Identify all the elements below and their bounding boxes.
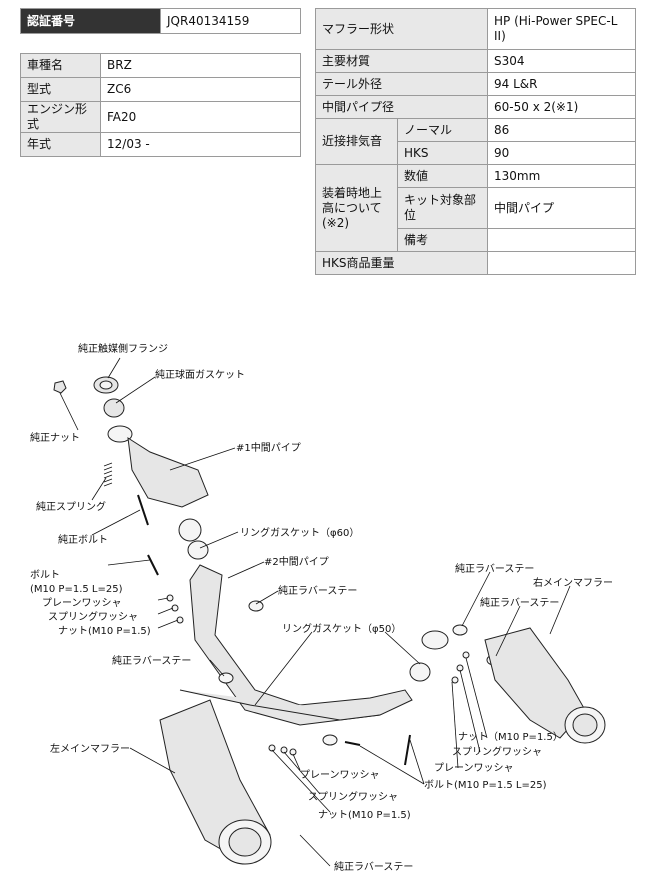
label-rubber-stay-5: 純正ラバーステー [334,860,413,873]
clearance-label: 装着時地上高について(※2) [315,164,398,252]
flange-part [93,376,133,443]
cert-table: 認証番号 JQR40134159 [20,8,301,34]
label-spring: 純正スプリング [36,500,106,513]
label-plain-washer-right: プレーンワッシャ [434,762,514,774]
rubber-stay-parts [218,600,502,746]
car-row: 型式 ZC6 [20,77,301,102]
label-bolt: 純正ボルト [58,533,108,546]
label-nut-right: ナット（M10 P=1.5） [458,731,563,743]
right-muffler-part [484,627,606,744]
weight-label: HKS商品重量 [314,251,489,275]
left-muffler-part [159,699,272,865]
car-value: 12/03 - [100,132,301,157]
label-bolt-spec: ボルト [30,569,60,581]
bolt-part [137,494,149,526]
cert-value: JQR40134159 [160,8,301,34]
label-rubber-stay-4: 純正ラバーステー [480,596,559,609]
clearance-value-label: 数値 [396,164,489,188]
label-nut: 純正ナット [30,431,80,444]
label-rubber-stay-3: 純正ラバーステー [455,562,534,575]
ring-gasket60-part [187,540,209,560]
cert-label: 認証番号 [20,8,161,34]
spring-part [103,462,113,487]
label-mid-pipe2: #2中間パイプ [264,555,329,568]
mid-pipe-value: 60-50 x 2(※1) [487,95,637,119]
noise-label: 近接排気音 [315,118,398,165]
car-label: エンジン形式 [20,101,101,133]
label-ball-gasket: 純正球面ガスケット [155,368,245,381]
leader-lines [59,357,571,867]
label-spring-washer-left: スプリングワッシャ [48,610,138,623]
kit-part-label: キット対象部位 [396,187,489,229]
mid-pipe2-part [179,564,449,726]
noise-hks-label: HKS [396,141,489,165]
tail-dia-label: テール外径 [314,72,489,96]
car-row: 車種名 BRZ [20,53,301,78]
label-bolt-spec2: (M10 P=1.5 L=25) [30,584,123,595]
car-value: ZC6 [100,77,301,102]
note-value [487,228,637,252]
car-row: 年式 12/03 - [20,132,301,157]
note-label: 備考 [396,228,489,252]
label-bolt-right: ボルト(M10 P=1.5 L=25) [424,779,547,791]
label-rubber-stay-2: 純正ラバーステー [112,654,191,667]
car-value: BRZ [100,53,301,78]
car-label: 型式 [20,77,101,102]
material-value: S304 [487,49,637,73]
label-plain-washer-bottom: プレーンワッシャ [300,769,380,781]
car-label: 車種名 [20,53,101,78]
spec-table: マフラー形状 HP (Hi-Power SPEC-L II) 主要材質 S304… [314,8,637,275]
kit-part-value: 中間パイプ [487,187,637,229]
label-plain-washer-left: プレーンワッシャ [42,597,122,609]
clearance-value: 130mm [487,164,637,188]
noise-normal-value: 86 [487,118,637,142]
label-nut-left: ナット(M10 P=1.5) [58,625,151,637]
label-ring-gasket50: リングガスケット（φ50） [282,622,401,635]
nut-part [53,380,67,394]
car-table: 車種名 BRZ 型式 ZC6 エンジン形式 FA20 年式 12/03 - [20,53,301,157]
label-spring-washer-bottom: スプリングワッシャ [308,790,398,803]
label-nut-bottom: ナット(M10 P=1.5) [318,809,411,821]
bolt-right-part [268,651,470,766]
label-left-muffler: 左メインマフラー [50,742,130,755]
label-rubber-stay-1: 純正ラバーステー [278,584,357,597]
noise-hks-value: 90 [487,141,637,165]
muffler-type-label: マフラー形状 [314,8,489,50]
mid-pipe1-part [127,437,209,542]
car-label: 年式 [20,132,101,157]
label-right-muffler: 右メインマフラー [533,576,613,589]
material-label: 主要材質 [314,49,489,73]
bolt-left-part [147,554,184,624]
car-value: FA20 [100,101,301,133]
label-spring-washer-right: スプリングワッシャ [452,745,542,758]
label-mid-pipe1: #1中間パイプ [236,441,301,454]
label-ring-gasket60: リングガスケット（φ60） [240,526,359,539]
car-row: エンジン形式 FA20 [20,101,301,133]
mid-pipe-label: 中間パイプ径 [314,95,489,119]
parts-diagram: 純正触媒側フランジ 純正球面ガスケット 純正ナット #1中間パイプ 純正スプリン… [30,342,613,873]
muffler-type-value: HP (Hi-Power SPEC-L II) [487,8,637,50]
tail-dia-value: 94 L&R [487,72,637,96]
label-flange: 純正触媒側フランジ [78,342,168,355]
weight-value [487,251,637,275]
noise-normal-label: ノーマル [396,118,489,142]
